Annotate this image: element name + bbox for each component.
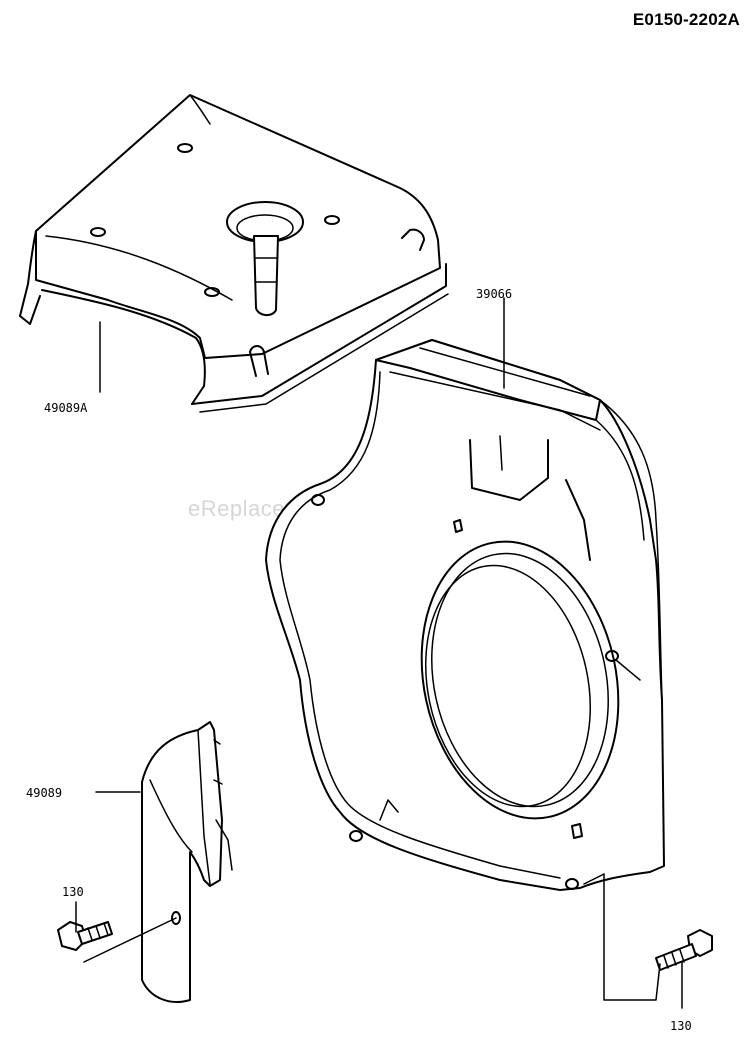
label-top-cover: 49089A [44, 401, 88, 415]
label-fan-housing: 39066 [476, 287, 512, 301]
fan-housing-part[interactable] [265, 339, 665, 891]
bolt-right-part[interactable] [655, 929, 713, 971]
bolt-left-part[interactable] [57, 921, 113, 951]
label-bolt-left: 130 [62, 885, 84, 899]
leader-lines [75, 297, 683, 1009]
label-bolt-right: 130 [670, 1019, 692, 1033]
label-shroud: 49089 [26, 786, 62, 800]
top-cover-part[interactable] [19, 94, 449, 413]
diagram-code: E0150-2202A [632, 10, 740, 29]
shroud-part[interactable] [141, 721, 233, 1003]
